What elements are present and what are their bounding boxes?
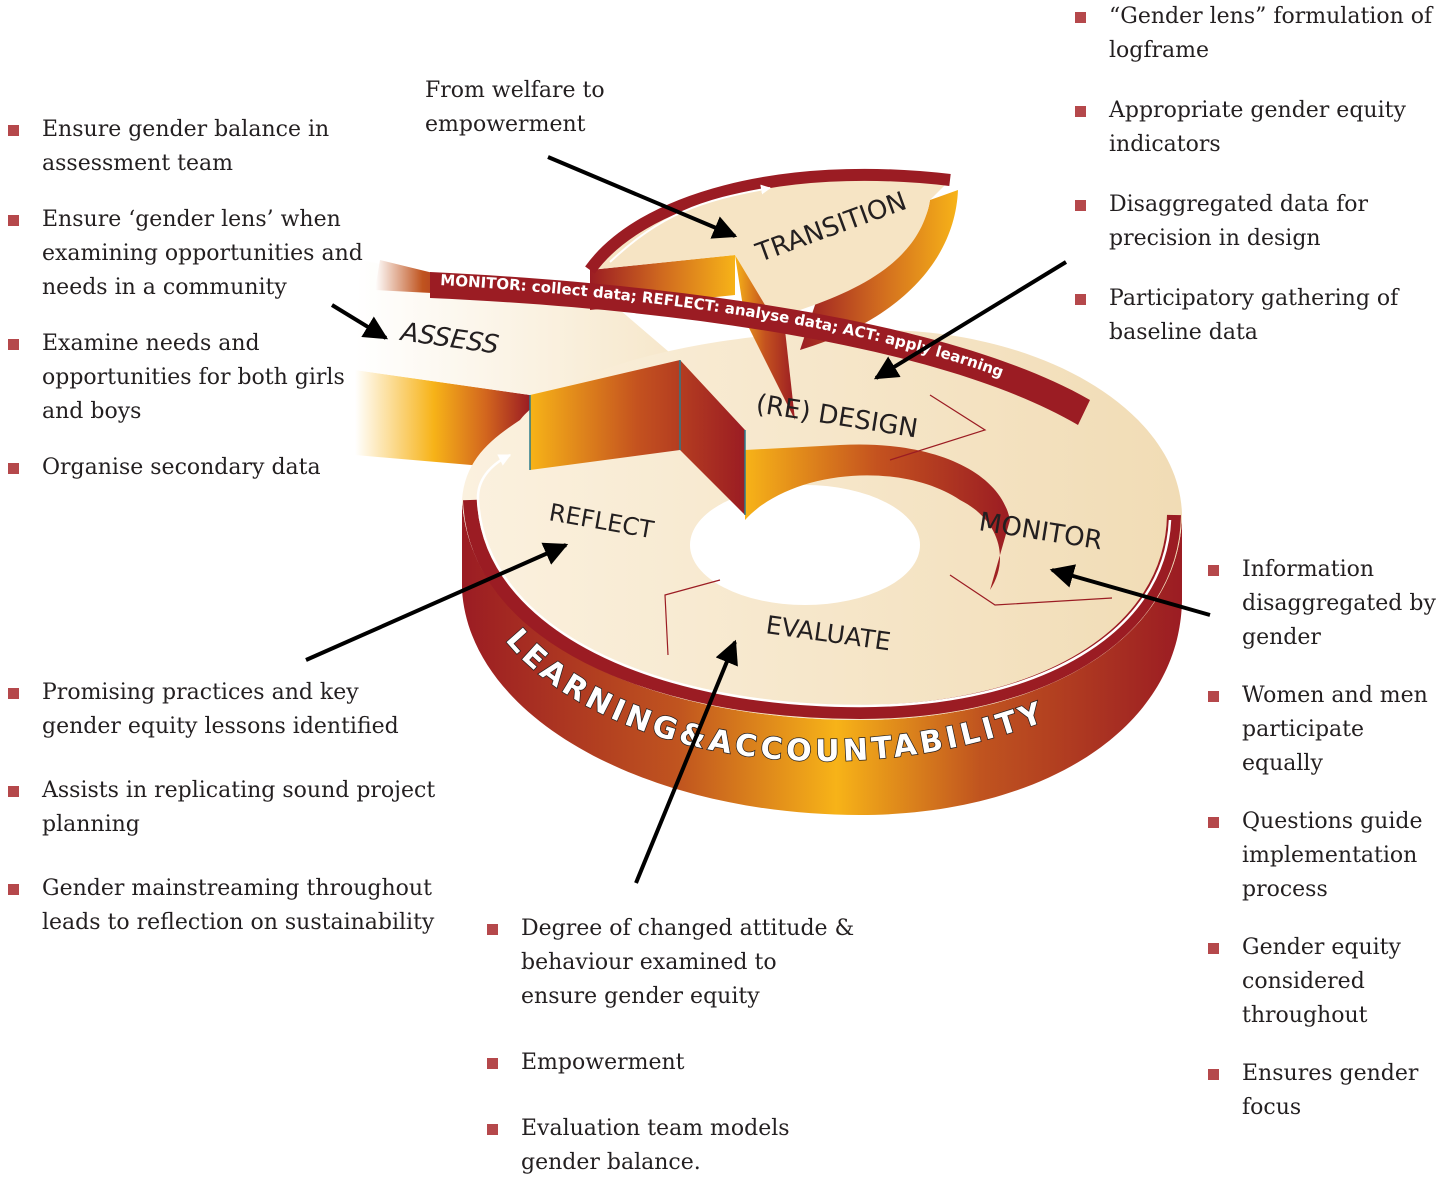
monitor-point-item: Gender equity considered throughout bbox=[1208, 931, 1443, 1033]
wheel-center-hole bbox=[690, 485, 920, 605]
design-point-item: Participatory gathering of baseline data bbox=[1075, 282, 1440, 350]
monitor-point-item: Women and men participate equally bbox=[1208, 679, 1443, 781]
assess-point-item: Organise secondary data bbox=[8, 451, 368, 485]
monitor-point-item: Questions guide implementation process bbox=[1208, 805, 1443, 907]
assess-point-item: Examine needs and opportunities for both… bbox=[8, 327, 368, 429]
assess-point-list: Ensure gender balance in assessment team… bbox=[8, 113, 368, 485]
monitor-point-item: Information disaggregated by gender bbox=[1208, 553, 1443, 655]
reflect-point-item: Gender mainstreaming throughout leads to… bbox=[8, 872, 438, 940]
assess-point-item: Ensure gender balance in assessment team bbox=[8, 113, 368, 181]
assess-point-item: Ensure ‘gender lens’ when examining oppo… bbox=[8, 203, 368, 305]
evaluate-point-item: Degree of changed attitude & behaviour e… bbox=[487, 912, 857, 1014]
transition-note: From welfare to empowerment bbox=[425, 74, 615, 142]
reflect-point-item: Promising practices and key gender equit… bbox=[8, 676, 438, 744]
monitor-point-item: Ensures gender focus bbox=[1208, 1057, 1443, 1125]
design-point-item: Disaggregated data for precision in desi… bbox=[1075, 188, 1440, 256]
design-point-item: “Gender lens” formulation of logframe bbox=[1075, 0, 1440, 68]
evaluate-point-item: Evaluation team models gender balance. bbox=[487, 1112, 857, 1180]
evaluate-point-list: Degree of changed attitude & behaviour e… bbox=[487, 912, 857, 1180]
reflect-point-list: Promising practices and key gender equit… bbox=[8, 676, 438, 940]
design-point-item: Appropriate gender equity indicators bbox=[1075, 94, 1440, 162]
reflect-point-item: Assists in replicating sound project pla… bbox=[8, 774, 438, 842]
evaluate-point-item: Empowerment bbox=[487, 1046, 857, 1080]
